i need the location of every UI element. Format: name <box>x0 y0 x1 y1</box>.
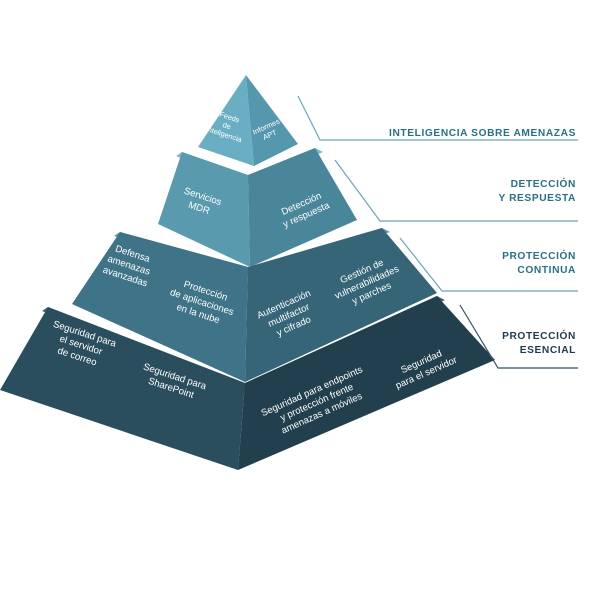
leader-lines <box>297 95 578 369</box>
level-0-left-face <box>198 75 254 166</box>
level-3-leader-line <box>459 304 578 369</box>
level-0-label: INTELIGENCIA SOBRE AMENAZAS <box>389 128 576 139</box>
level-2-leader-line <box>399 237 578 292</box>
level-0-left-text-0-line: de <box>221 120 232 131</box>
level-1-left-face <box>158 152 250 267</box>
pyramid-faces <box>0 75 495 470</box>
level-1-label-line: DETECCIÓN <box>511 177 576 190</box>
level-3-left-face <box>0 307 245 470</box>
level-0-label-line: INTELIGENCIA SOBRE AMENAZAS <box>389 128 576 139</box>
level-2-label-line: PROTECCIÓN <box>502 249 576 262</box>
level-3-label-line: PROTECCIÓN <box>502 329 576 342</box>
level-3-label-line: ESENCIAL <box>520 345 576 356</box>
level-2-label-line: CONTINUA <box>517 265 576 276</box>
level-1-label: DETECCIÓN Y RESPUESTA <box>498 177 576 204</box>
level-1-label-line: Y RESPUESTA <box>498 193 576 204</box>
level-1-right-face <box>248 148 357 267</box>
level-0-leader-line <box>297 95 578 141</box>
level-3-label: PROTECCIÓN ESENCIAL <box>502 329 576 356</box>
level-1-leader-line <box>334 159 578 222</box>
level-3-right-face <box>238 296 495 470</box>
level-0-right-face <box>246 75 298 166</box>
level-labels: INTELIGENCIA SOBRE AMENAZAS DETECCIÓN Y RE… <box>389 128 576 356</box>
level-2-label: PROTECCIÓN CONTINUA <box>502 249 576 276</box>
level-2-right-face <box>245 228 437 382</box>
level-2-left-face <box>72 232 248 382</box>
